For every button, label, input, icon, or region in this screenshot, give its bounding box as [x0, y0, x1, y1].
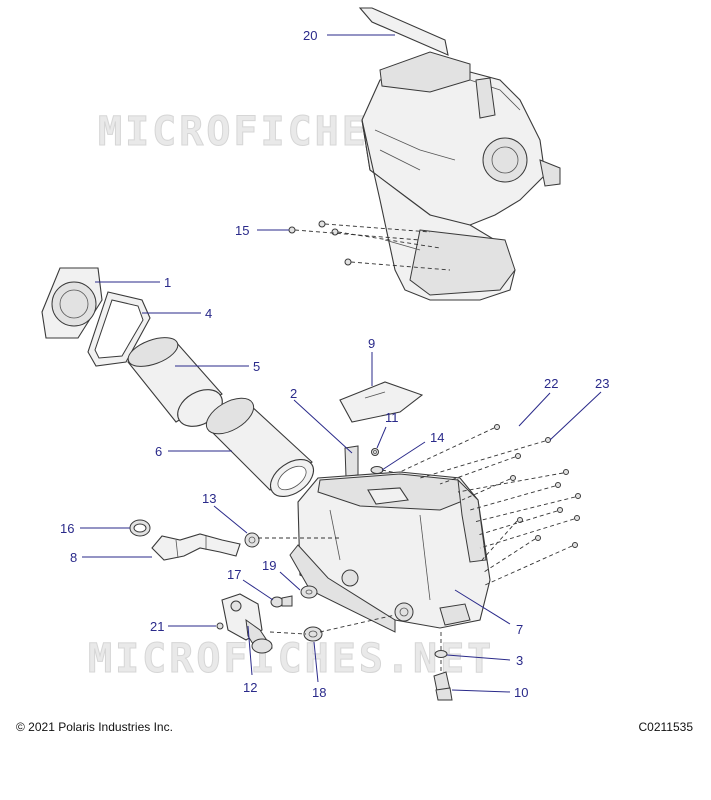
callout-2: 2 — [290, 386, 297, 401]
callout-11: 11 — [385, 410, 399, 425]
grommet-13 — [244, 532, 340, 548]
grommet-19 — [300, 585, 318, 599]
callout-8: 8 — [70, 550, 77, 565]
callout-3: 3 — [516, 653, 523, 668]
callout-9: 9 — [368, 336, 375, 351]
callout-17: 17 — [227, 567, 241, 582]
callout-19: 19 — [262, 558, 276, 573]
callout-10: 10 — [514, 685, 528, 700]
bolt-11 — [371, 448, 379, 456]
callout-16: 16 — [60, 521, 74, 536]
leader-lines — [80, 34, 602, 693]
callout-1: 1 — [164, 275, 171, 290]
valve-assembly — [221, 593, 273, 654]
callouts: 20 15 1 4 9 5 22 23 2 11 14 6 13 16 8 19… — [60, 28, 609, 700]
callout-18: 18 — [312, 685, 326, 700]
screws-22-23 — [399, 424, 581, 586]
callout-4: 4 — [205, 306, 212, 321]
callout-12: 12 — [243, 680, 257, 695]
diagram-code: C0211535 — [638, 720, 694, 734]
drain-plug — [433, 660, 453, 701]
intake-housing-upper — [358, 7, 561, 301]
callout-15: 15 — [235, 223, 249, 238]
seal-ring — [87, 291, 151, 367]
pre-filter-sleeve — [205, 397, 315, 498]
air-box-base — [289, 471, 491, 633]
copyright-notice: © 2021 Polaris Industries Inc. — [16, 720, 173, 734]
screws-15 — [288, 220, 451, 271]
grommet-18 — [269, 614, 396, 642]
callout-20: 20 — [303, 28, 317, 43]
watermark-bottom: MICROFICHES.NET — [88, 636, 494, 682]
bracket-9 — [339, 381, 424, 423]
hose-clamp — [129, 519, 151, 537]
fitting-17 — [270, 595, 293, 608]
drain-hose — [151, 533, 241, 561]
callout-6: 6 — [155, 444, 162, 459]
callout-13: 13 — [202, 491, 216, 506]
callout-23: 23 — [595, 376, 609, 391]
air-filter — [127, 337, 223, 427]
washer-3 — [434, 630, 448, 658]
callout-7: 7 — [516, 622, 523, 637]
air-box-cover — [41, 267, 103, 339]
screw-21 — [216, 622, 224, 630]
callout-5: 5 — [253, 359, 260, 374]
callout-22: 22 — [544, 376, 558, 391]
callout-21: 21 — [150, 619, 164, 634]
callout-14: 14 — [430, 430, 444, 445]
